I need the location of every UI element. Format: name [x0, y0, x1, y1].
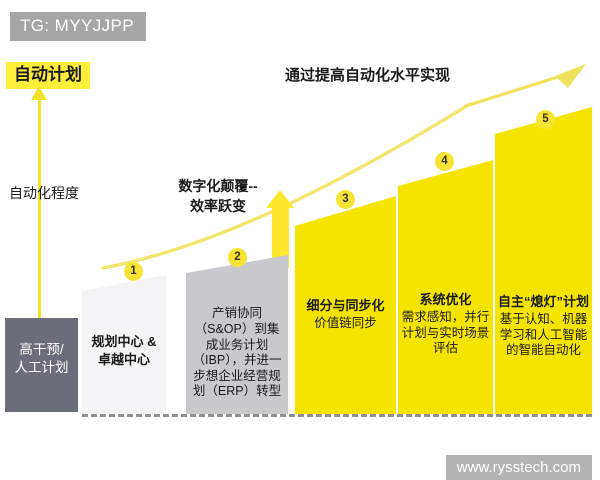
step-number-3[interactable]: 3 [336, 190, 355, 209]
axis-top-label: 自动计划 [6, 62, 90, 90]
baseline-block-line-2: 人工计划 [14, 360, 69, 376]
step-number-1[interactable]: 1 [124, 262, 143, 281]
step-bar-3[interactable]: 细分与同步化 价值链同步 [295, 196, 396, 414]
step-bar-4-body: 需求感知，并行计划与实时场景评估 [401, 310, 490, 356]
step-bar-3-shape [295, 196, 396, 414]
step-bar-4[interactable]: 系统优化 需求感知，并行计划与实时场景评估 [398, 160, 493, 414]
step-number-2[interactable]: 2 [228, 248, 247, 267]
step-bar-4-shape [398, 160, 493, 414]
watermark-bottom-right: www.rysstech.com [445, 455, 592, 480]
step-bar-5-title: 自主“熄灯”计划 [498, 293, 590, 309]
step-bar-2-shape [186, 255, 288, 414]
step-bar-1-title-2: 卓越中心 [97, 351, 150, 367]
step-bar-2-text: 产销协同（S&OP）到集成业务计划（IBP），并进一步想企业经营规划（ERP）转… [189, 306, 285, 400]
callout-line-1: 数字化颠覆-- [178, 178, 258, 194]
step-bar-5-text: 自主“熄灯”计划 基于认知、机器学习和人工智能的智能自动化 [498, 294, 589, 359]
vertical-axis-label: 自动化程度 [9, 185, 79, 201]
step-bar-3-body: 价值链同步 [314, 316, 377, 331]
step-bar-1-text: 规划中心 & 卓越中心 [85, 334, 163, 371]
step-number-4[interactable]: 4 [435, 152, 454, 171]
step-bar-1-shape [82, 275, 166, 414]
horizontal-axis-dashed-line [82, 414, 592, 417]
step-bar-1[interactable]: 规划中心 & 卓越中心 [82, 275, 166, 414]
vertical-axis-line [38, 98, 41, 336]
step-bar-1-title: 规划中心 & [91, 333, 157, 349]
step-bar-4-text: 系统优化 需求感知，并行计划与实时场景评估 [401, 292, 490, 357]
step-bar-4-title: 系统优化 [419, 291, 472, 307]
step-bar-2[interactable]: 产销协同（S&OP）到集成业务计划（IBP），并进一步想企业经营规划（ERP）转… [186, 255, 288, 414]
callout-arrow-head-icon [266, 190, 294, 208]
step-bar-3-title: 细分与同步化 [306, 298, 385, 314]
callout-text: 数字化颠覆-- 效率跃变 [155, 176, 281, 217]
baseline-block-label: 高干预/ 人工计划 [5, 341, 78, 377]
callout-line-2: 效率跃变 [190, 198, 246, 215]
callout-arrow-shaft-icon [272, 206, 289, 268]
step-bar-5-body: 基于认知、机器学习和人工智能的智能自动化 [499, 312, 588, 358]
page-title: 通过提高自动化水平实现 [285, 67, 451, 84]
step-number-5[interactable]: 5 [536, 110, 555, 129]
baseline-block[interactable]: 高干预/ 人工计划 [5, 318, 78, 412]
step-bar-3-text: 细分与同步化 价值链同步 [298, 298, 393, 332]
watermark-top-left: TG: MYYJJPP [10, 12, 146, 41]
baseline-block-line-1: 高干预/ [19, 342, 64, 357]
step-bar-2-body: 产销协同（S&OP）到集成业务计划（IBP），并进一步想企业经营规划（ERP）转… [192, 306, 282, 399]
step-bar-5[interactable]: 自主“熄灯”计划 基于认知、机器学习和人工智能的智能自动化 [495, 107, 592, 414]
vertical-axis-arrowhead-icon [31, 86, 47, 100]
step-bar-5-shape [495, 107, 592, 414]
